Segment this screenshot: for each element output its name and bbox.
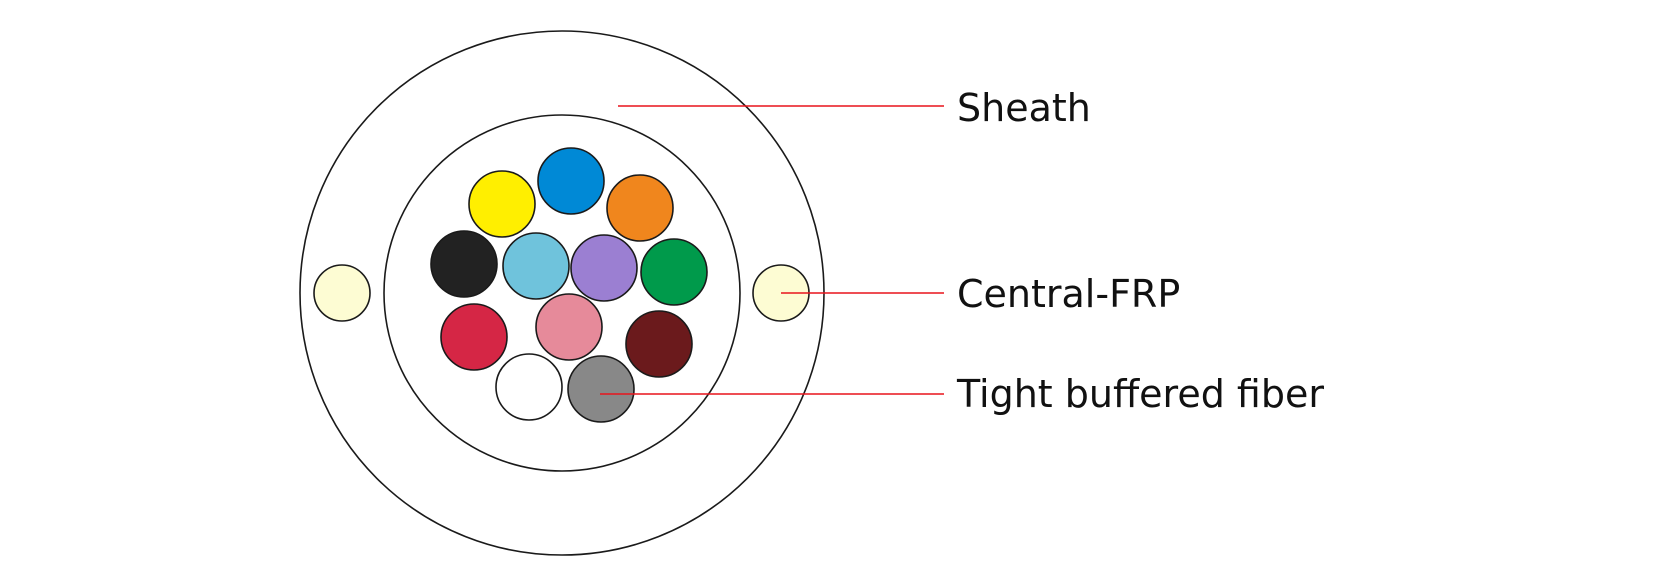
- fiber-violet: [570, 234, 638, 302]
- fiber-rose: [535, 293, 603, 361]
- sheath-label: Sheath: [957, 86, 1091, 130]
- fiber-black: [430, 230, 498, 298]
- tight-buffered-fiber-label: Tight buffered fiber: [956, 372, 1324, 416]
- fiber-blue: [537, 147, 605, 215]
- fiber-slate: [567, 355, 635, 423]
- fiber-aqua: [502, 232, 570, 300]
- frp-strength-member-left: [313, 264, 371, 322]
- fiber-yellow: [468, 170, 536, 238]
- central-frp-label: Central-FRP: [957, 272, 1180, 316]
- fiber-white: [495, 353, 563, 421]
- fiber-red: [440, 303, 508, 371]
- tight-buffered-fiber-bundle: [430, 147, 708, 423]
- fiber-green: [640, 238, 708, 306]
- fiber-orange: [606, 174, 674, 242]
- fiber-brown: [625, 310, 693, 378]
